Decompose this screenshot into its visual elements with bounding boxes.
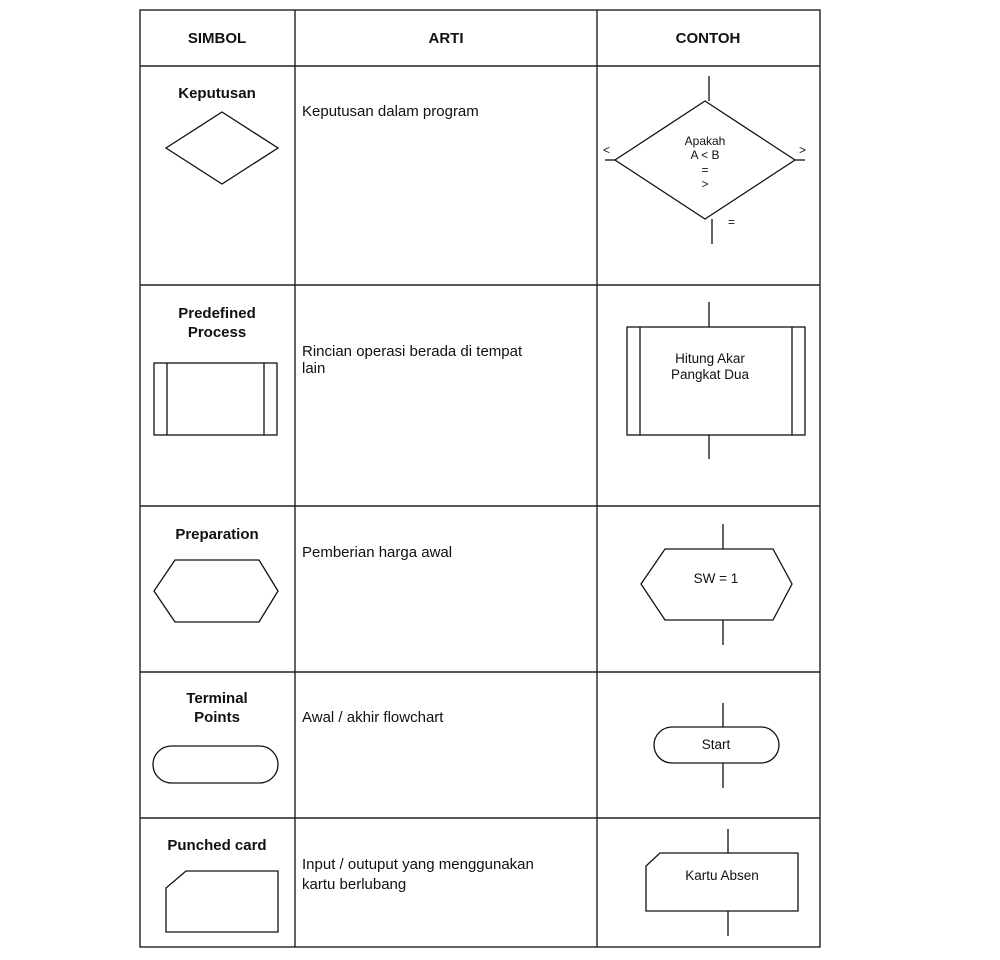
table-row: Preparation Pemberian harga awal SW = 1: [153, 524, 793, 645]
branch-label-right: >: [799, 143, 806, 157]
table-row: Keputusan Keputusan dalam program Apakah…: [164, 76, 806, 244]
predefined-process-example-shape: [626, 326, 806, 436]
example-text: Start: [702, 737, 731, 752]
example-text: SW = 1: [694, 571, 739, 586]
table-row: Predefined Process Rincian operasi berad…: [153, 302, 806, 459]
symbol-label: Terminal: [186, 690, 247, 707]
example-text: Kartu Absen: [685, 868, 759, 883]
punched-card-example-shape: [645, 852, 799, 912]
symbol-label: Keputusan: [178, 85, 256, 102]
preparation-example-shape: [640, 548, 793, 621]
symbol-label: Preparation: [175, 526, 258, 543]
example-text: Pangkat Dua: [671, 367, 750, 382]
preparation-symbol-icon: [153, 559, 279, 623]
terminal-symbol-icon: [152, 745, 279, 784]
example-text: Hitung Akar: [675, 351, 745, 366]
predefined-process-example: Hitung Akar Pangkat Dua: [626, 302, 806, 459]
example-text: >: [701, 177, 708, 191]
header-example: CONTOH: [676, 30, 741, 47]
table-grid: [139, 9, 821, 948]
example-text: Apakah: [685, 134, 726, 148]
symbol-label: Points: [194, 709, 240, 726]
terminal-example: Start: [653, 703, 780, 788]
example-text: A < B: [690, 148, 719, 162]
table-row: Terminal Points Awal / akhir flowchart S…: [152, 690, 780, 788]
meaning-text: Rincian operasi berada di tempat: [302, 343, 523, 360]
meaning-text: Keputusan dalam program: [302, 103, 479, 120]
punched-card-symbol-icon: [165, 870, 279, 933]
example-text: =: [701, 163, 708, 177]
table-border: [139, 9, 821, 948]
meaning-text: Pemberian harga awal: [302, 544, 452, 561]
terminal-example-shape: [653, 726, 780, 764]
punched-card-example: Kartu Absen: [645, 829, 799, 936]
header-meaning: ARTI: [429, 30, 464, 47]
meaning-text: Input / outuput yang menggunakan: [302, 856, 534, 873]
decision-symbol-icon: [164, 111, 280, 185]
symbol-label: Punched card: [167, 837, 266, 854]
symbol-label: Process: [188, 324, 246, 341]
branch-label-bottom: =: [728, 215, 735, 229]
decision-example: Apakah A < B = > < > =: [603, 76, 806, 244]
meaning-text: lain: [302, 360, 325, 377]
preparation-example: SW = 1: [640, 524, 793, 645]
decision-example-shape: [613, 100, 797, 220]
branch-label-left: <: [603, 143, 610, 157]
meaning-text: kartu berlubang: [302, 876, 406, 893]
header-symbol: SIMBOL: [188, 30, 246, 47]
symbol-label: Predefined: [178, 305, 256, 322]
meaning-text: Awal / akhir flowchart: [302, 709, 444, 726]
predefined-process-symbol-icon: [153, 362, 278, 436]
table-header: SIMBOL ARTI CONTOH: [188, 30, 741, 47]
table-row: Punched card Input / outuput yang menggu…: [165, 829, 799, 936]
